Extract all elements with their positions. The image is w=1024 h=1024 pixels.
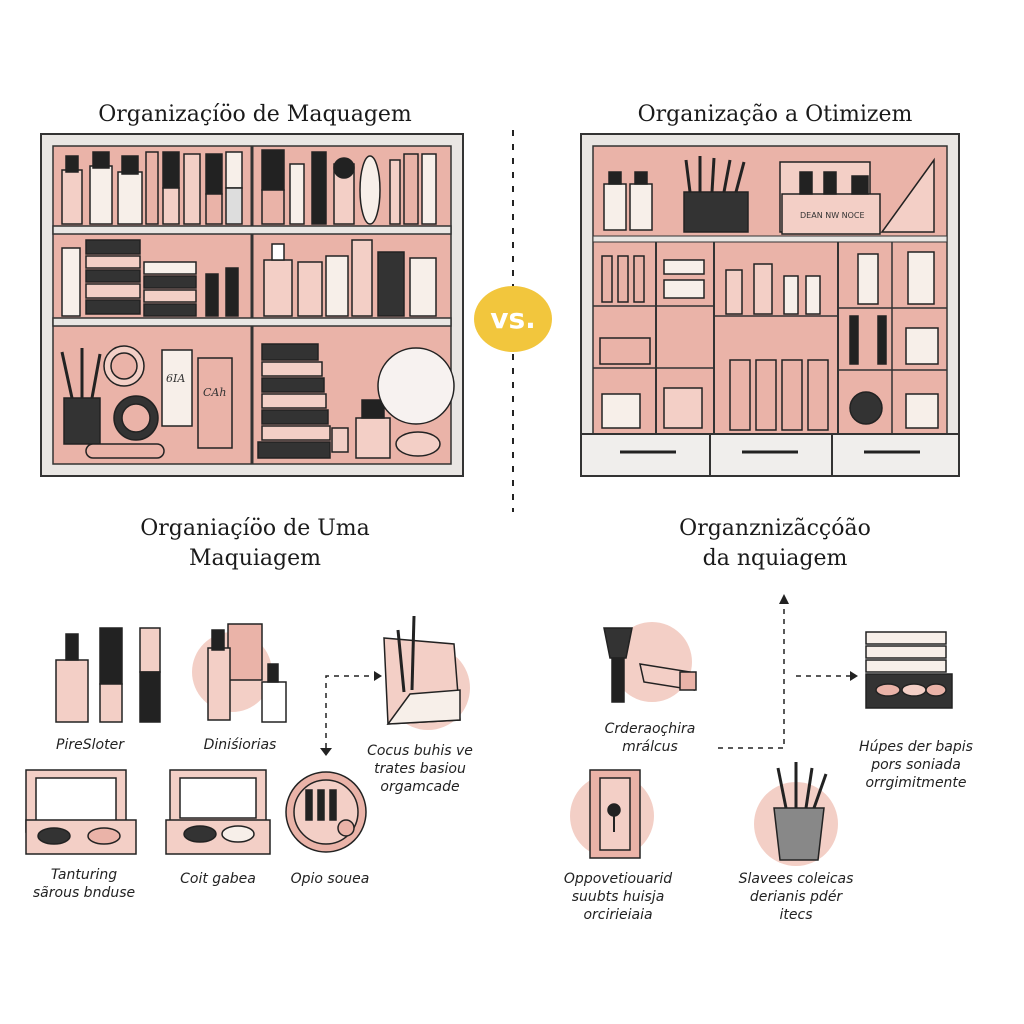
tube-label-a: 6IA [166,372,185,385]
title-bottom-right-line1: Organznizãcçóão [679,516,871,541]
messy-cabinet: 6IA CAh [40,133,464,477]
storage-box-label: DEAN NW NOCE [800,211,865,220]
title-bottom-right-line2: da nquiagem [702,546,848,571]
caption-case: Oppovetiouarid suubts huisja orcirieiaia [548,870,688,924]
caption-bag-line1: Cocus buhis ve [367,743,473,759]
caption-products-left: PireSloter [56,737,124,753]
caption-brush-line2: mrálcus [622,739,678,755]
caption-products-mid: Diniśiorias [203,737,277,753]
caption-palette-left-line2: sãrous bnduse [32,885,136,901]
caption-round: Opio souea [290,871,370,887]
title-top-left: Organizaçíöo de Maquagem [98,102,412,127]
caption-drawers-line1: Húpes der bapis [859,739,973,755]
caption-brush: Crderaoçhira mrálcus [580,720,720,756]
caption-cup-line3: itecs [779,907,813,923]
bottom-left-icons [25,615,470,855]
caption-drawers-line2: pors soniada [871,757,961,773]
caption-cup: Slavees coleicas derianis pdér itecs [726,870,866,924]
bottom-right-icons [570,622,953,866]
caption-palette-left-line1: Tanturing [50,867,118,883]
caption-bag: Cocus buhis ve trates basiou orgamcade [350,742,490,796]
caption-palette-left: Tanturing sãrous bnduse [14,866,154,902]
caption-brush-line1: Crderaoçhira [604,721,696,737]
caption-cup-line2: derianis pdér [749,889,843,905]
caption-drawers: Húpes der bapis pors soniada orrgimitmen… [846,738,986,792]
caption-case-line1: Oppovetiouarid [563,871,673,887]
title-top-right: Organização a Otimizem [637,102,913,127]
tube-label-b: CAh [203,386,226,399]
caption-case-line3: orcirieiaia [583,907,653,923]
caption-bag-line2: trates basiou [374,761,466,777]
caption-palette-mid: Coit gabea [180,871,256,887]
caption-case-line2: suubts huisja [571,889,665,905]
title-bottom-left-line1: Organiaçíöo de Uma [140,516,370,541]
title-bottom-left-line2: Maquiagem [188,546,321,571]
caption-drawers-line3: orrgimitmente [865,775,967,791]
caption-bag-line3: orgamcade [380,779,460,795]
caption-cup-line1: Slavees coleicas [738,871,854,887]
organized-cabinet: DEAN NW NOCE [580,133,960,477]
vs-badge: vs. [474,286,552,352]
